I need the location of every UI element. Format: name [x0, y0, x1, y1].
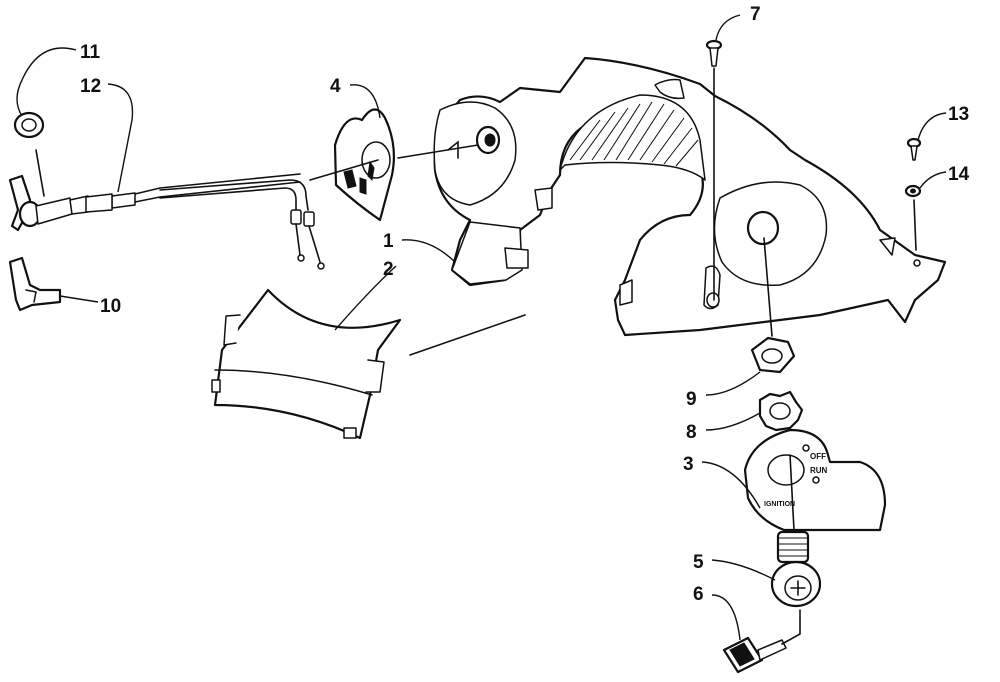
leader-9	[705, 371, 761, 396]
throttle-cable-assembly	[111, 173, 325, 270]
leader-1	[401, 239, 456, 263]
leader-4	[349, 84, 381, 119]
run-label: RUN	[810, 466, 828, 475]
throttle-lever-assembly	[8, 149, 113, 232]
callout-2: 2	[383, 259, 394, 280]
callout-5: 5	[693, 552, 704, 573]
callout-9: 9	[686, 389, 697, 410]
cap-nut	[13, 111, 45, 139]
leader-7	[715, 14, 741, 41]
screw-small	[906, 137, 922, 161]
ignition-switch	[770, 530, 822, 608]
callout-10: 10	[100, 296, 121, 317]
ignition-key	[722, 609, 801, 674]
washer	[904, 184, 922, 251]
callout-8: 8	[686, 422, 697, 443]
leader-6	[711, 594, 741, 641]
leader-10	[59, 295, 99, 303]
callout-14: 14	[948, 164, 970, 185]
leader-5	[711, 559, 776, 581]
explode-line-decal-arrow	[447, 140, 459, 159]
leader-14	[919, 171, 947, 189]
leader-13	[917, 112, 947, 141]
off-label: OFF	[810, 452, 826, 461]
hex-nut	[750, 237, 796, 374]
lever	[8, 256, 62, 312]
explode-line-cover	[409, 314, 526, 356]
callout-11: 11	[80, 42, 101, 63]
callout-13: 13	[948, 104, 969, 125]
ignition-label: IGNITION	[764, 501, 795, 508]
callout-12: 12	[80, 76, 101, 97]
screw	[705, 39, 723, 301]
leader-8	[705, 412, 761, 431]
callout-7: 7	[750, 4, 761, 25]
console-housing	[433, 56, 947, 337]
explode-line-cable	[309, 159, 379, 181]
lower-cover-panel	[211, 288, 402, 440]
leader-12	[107, 83, 134, 193]
callout-1: 1	[383, 231, 394, 252]
leader-11	[16, 47, 77, 117]
callout-4: 4	[330, 76, 341, 97]
explode-line-decal	[397, 144, 479, 159]
leader-2	[334, 265, 397, 331]
leader-3	[701, 461, 761, 509]
callout-3: 3	[683, 454, 694, 475]
callout-6: 6	[693, 584, 704, 605]
ignition-plate: OFF RUN IGNITION	[743, 428, 887, 532]
lock-washer	[758, 390, 804, 432]
